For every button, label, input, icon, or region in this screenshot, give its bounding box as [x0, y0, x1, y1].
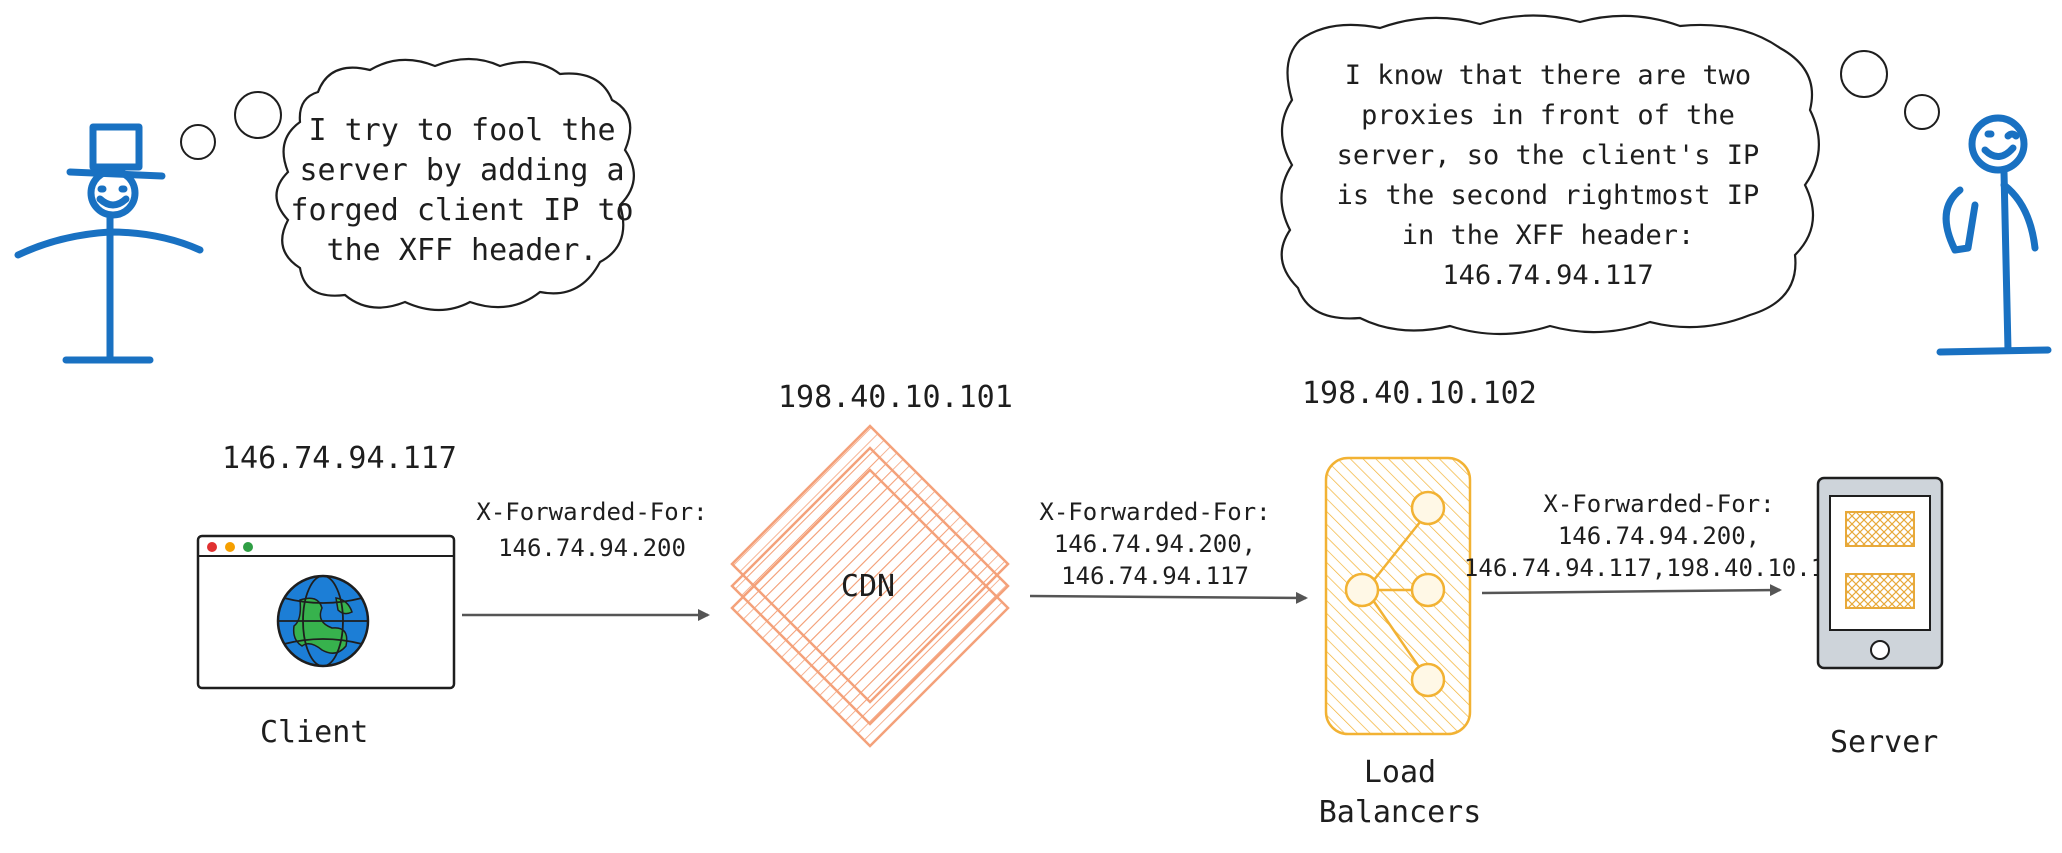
window-maximize-dot — [243, 542, 253, 552]
server-label: Server — [1830, 725, 1938, 760]
server-thought-line-2: proxies in front of the — [1361, 100, 1735, 131]
attacker-thought-line-3: forged client IP to — [290, 193, 633, 228]
load-balancer-ip: 198.40.10.102 — [1302, 376, 1537, 411]
cdn-label: CDN — [841, 569, 895, 604]
hop3-value-1: 146.74.94.200, — [1558, 522, 1760, 550]
server-thought-line-5: in the XFF header: — [1402, 220, 1695, 251]
top-hat-icon — [89, 123, 143, 171]
cdn-ip: 198.40.10.101 — [778, 380, 1013, 415]
thought-dot-large — [234, 91, 282, 139]
attacker-thought-line-2: server by adding a — [299, 153, 624, 188]
server-thought-line-4: is the second rightmost IP — [1337, 180, 1760, 211]
hop1-header: X-Forwarded-For: — [476, 498, 707, 526]
hop2-arrow — [1029, 591, 1308, 604]
hop2-value-2: 146.74.94.117 — [1061, 562, 1249, 590]
server-figure — [1936, 114, 2052, 356]
client-browser — [196, 534, 456, 690]
client-label: Client — [260, 715, 368, 750]
load-balancer-icon — [1324, 456, 1472, 736]
globe-icon — [276, 574, 370, 668]
attacker-thought-cloud — [275, 57, 635, 312]
thought-dot-large-right — [1840, 50, 1888, 98]
cdn-icon — [730, 424, 1010, 748]
hop1-value-1: 146.74.94.200 — [498, 534, 686, 562]
thought-dot-small-right — [1904, 94, 1940, 130]
server-thought-line-1: I know that there are two — [1345, 60, 1751, 91]
attacker-figure — [14, 123, 204, 364]
window-close-dot — [207, 542, 217, 552]
server-icon — [1816, 476, 1944, 670]
client-ip: 146.74.94.117 — [222, 441, 457, 476]
server-thought-line-6: 146.74.94.117 — [1442, 260, 1653, 291]
server-figure-head — [1968, 114, 2028, 174]
hop3-arrow — [1481, 584, 1782, 597]
hop3-value-2: 146.74.94.117,198.40.10.101 — [1464, 554, 1854, 582]
hop2-value-1: 146.74.94.200, — [1054, 530, 1256, 558]
load-balancer-label-1: Load — [1364, 755, 1436, 790]
hop2-header: X-Forwarded-For: — [1039, 498, 1270, 526]
server-thought-cloud — [1280, 14, 1820, 336]
window-minimize-dot — [225, 542, 235, 552]
load-balancer-label-2: Balancers — [1319, 795, 1482, 830]
attacker-thought-line-1: I try to fool the — [308, 113, 615, 148]
attacker-thought-line-4: the XFF header. — [327, 233, 598, 268]
hop3-header: X-Forwarded-For: — [1543, 490, 1774, 518]
thought-dot-small — [180, 124, 216, 160]
server-thought-line-3: server, so the client's IP — [1337, 140, 1760, 171]
